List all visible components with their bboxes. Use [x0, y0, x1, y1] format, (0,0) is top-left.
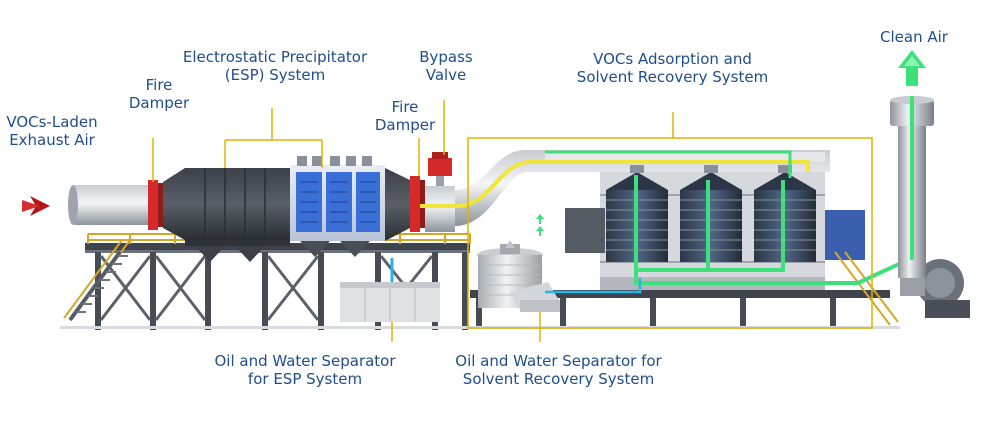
label-line: Solvent Recovery System — [576, 68, 769, 86]
label-fire-damper-inlet: Fire Damper — [128, 76, 190, 112]
label-line: Oil and Water Separator for — [455, 352, 662, 370]
label-clean-air: Clean Air — [872, 28, 956, 46]
label-oil-water-separator-solvent: Oil and Water Separator for Solvent Reco… — [436, 352, 681, 388]
label-line: Valve — [425, 66, 467, 84]
label-line: Damper — [128, 94, 190, 112]
crossover-duct — [425, 150, 830, 232]
label-adsorption-system: VOCs Adsorption and Solvent Recovery Sys… — [570, 50, 775, 86]
upward-flow-arrows — [536, 214, 544, 236]
label-line: Exhaust Air — [9, 131, 95, 149]
clean-air-arrow-icon — [898, 50, 926, 86]
label-oil-water-separator-esp: Oil and Water Separator for ESP System — [205, 352, 405, 388]
recovery-water-line — [545, 278, 642, 294]
oil-water-separator-esp — [340, 282, 440, 322]
label-line: Damper — [374, 116, 436, 134]
leader-lines — [152, 100, 873, 342]
label-vocs-laden-exhaust-air: VOCs-Laden Exhaust Air — [2, 113, 102, 149]
label-line: Fire — [391, 98, 419, 116]
label-line: VOCs-Laden — [6, 113, 98, 131]
label-line: (ESP) System — [224, 66, 326, 84]
label-line: Clean Air — [880, 28, 948, 46]
label-line: Solvent Recovery System — [462, 370, 655, 388]
label-bypass-valve: Bypass Valve — [412, 48, 480, 84]
label-esp-system: Electrostatic Precipitator (ESP) System — [170, 48, 380, 84]
bypass-valve — [428, 152, 452, 186]
label-line: for ESP System — [247, 370, 363, 388]
clean-flow-top-loop — [545, 150, 792, 178]
label-line: Oil and Water Separator — [214, 352, 396, 370]
inlet-arrow-icon — [22, 196, 50, 216]
oil-water-separator-solvent — [510, 282, 560, 312]
label-line: Bypass — [419, 48, 473, 66]
solvent-flow-line — [420, 160, 810, 208]
label-line: Fire — [145, 76, 173, 94]
label-line: Electrostatic Precipitator — [182, 48, 368, 66]
label-line: VOCs Adsorption and — [593, 50, 752, 68]
label-fire-damper-outlet: Fire Damper — [370, 98, 440, 134]
